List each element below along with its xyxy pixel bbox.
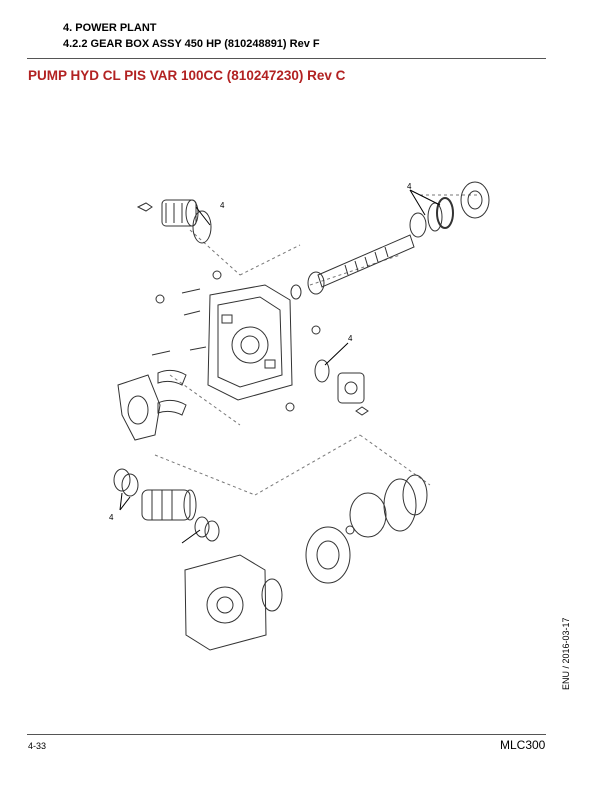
page-title: PUMP HYD CL PIS VAR 100CC (810247230) Re… <box>28 68 346 83</box>
model-name: MLC300 <box>500 738 546 752</box>
swashplate-part <box>117 374 161 441</box>
flange-part <box>460 181 490 219</box>
page-number: 4-33 <box>28 741 47 751</box>
header-divider <box>27 58 546 59</box>
callout-label: 4 <box>109 513 114 522</box>
drive-shaft <box>307 234 415 295</box>
subsection-heading: 4.2.2 GEAR BOX ASSY 450 HP (810248891) R… <box>63 38 320 50</box>
coupling-part <box>136 199 199 227</box>
callout-label: 4 <box>407 182 412 191</box>
callout-label: 4 <box>348 334 353 343</box>
o-ring-lower <box>113 468 131 492</box>
footer-divider <box>27 734 546 735</box>
cylinder-block <box>337 372 365 404</box>
exploded-parts-diagram: 4 4 4 4 <box>109 181 490 651</box>
plate-part <box>261 578 283 612</box>
section-heading: 4. POWER PLANT <box>63 22 157 34</box>
o-ring-mid <box>314 359 330 383</box>
piston-assembly <box>141 489 197 521</box>
pump-housing <box>207 284 293 401</box>
seal-ring <box>409 212 427 238</box>
side-date-stamp: ENU / 2016-03-17 <box>561 617 571 690</box>
rotor-group <box>305 474 428 584</box>
lower-housing <box>184 554 267 651</box>
callout-label: 4 <box>220 201 225 210</box>
o-ring-top <box>192 210 212 244</box>
shaft-ring <box>290 284 302 300</box>
